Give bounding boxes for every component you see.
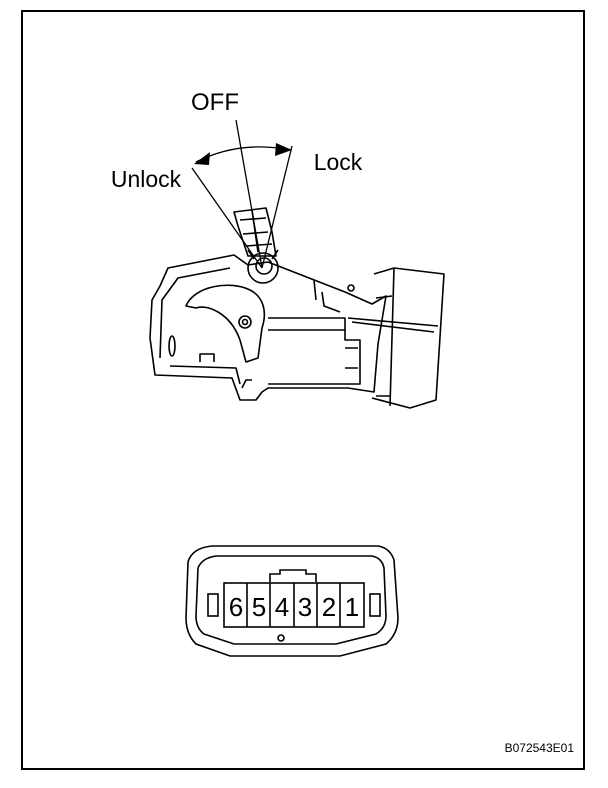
connector-mating-line [347, 317, 439, 333]
connector-housing-face [375, 267, 395, 407]
label-unlock: Unlock [111, 166, 182, 192]
pin-label: 6 [229, 592, 243, 622]
housing-inner-contour [159, 267, 241, 385]
motor-band [268, 329, 358, 369]
housing-mount-hole-inner [241, 318, 249, 326]
lock-actuator-assembly [149, 207, 445, 409]
housing-mount-hole [238, 315, 252, 329]
connector-side-key-left [207, 593, 219, 617]
connector-face [185, 545, 399, 657]
motor-body [268, 317, 361, 385]
connector-housing-side [371, 267, 445, 409]
lock-arrow-icon [275, 143, 292, 156]
pin-label: 1 [345, 592, 359, 622]
shaft-knob-outer [247, 252, 279, 284]
unlock-arrow-icon [194, 152, 210, 165]
label-lock: Lock [314, 149, 363, 175]
rotation-indicator [191, 119, 293, 269]
connector-latch [269, 569, 317, 582]
housing-screw-boss [347, 284, 355, 292]
pin-label: 4 [275, 592, 289, 622]
connector-bottom-hole [277, 634, 285, 642]
lever-arm [233, 207, 277, 257]
connector-outer-shell [185, 545, 399, 657]
actuator-housing [149, 254, 387, 401]
pin-label: 5 [252, 592, 266, 622]
housing-slot [168, 335, 176, 357]
lock-position-line [261, 145, 293, 269]
unlock-position-line [191, 167, 263, 269]
figure-code: B072543E01 [505, 741, 575, 755]
off-position-line [235, 119, 263, 269]
pivot-boss [185, 284, 266, 363]
pin-label: 3 [298, 592, 312, 622]
housing-ribs [199, 279, 341, 389]
connector-inner-shell [195, 555, 387, 645]
connector-side-key-right [369, 593, 381, 617]
pin-label: 2 [322, 592, 336, 622]
label-off: OFF [191, 89, 239, 116]
diagram-frame [21, 10, 585, 770]
